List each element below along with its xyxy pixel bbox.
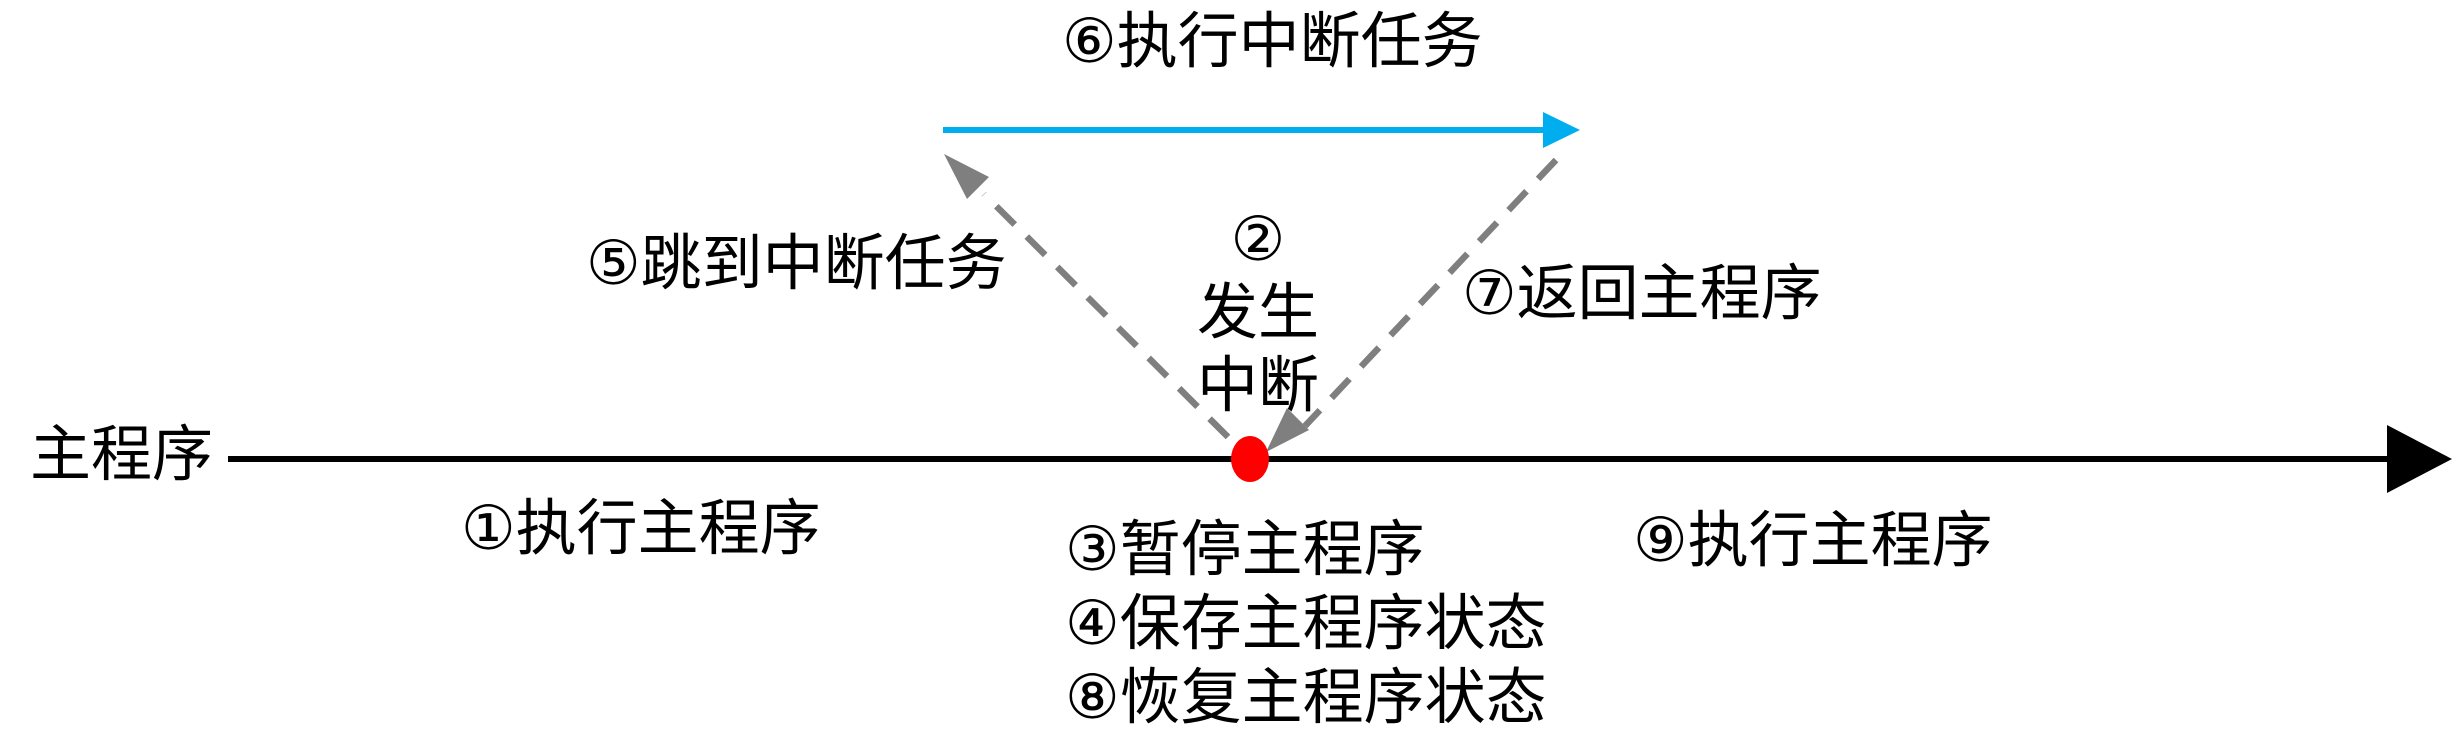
step8-restore-state-label: ⑧恢复主程序状态 [1065, 663, 1547, 731]
return-to-main-dashed-line [1302, 157, 1559, 429]
step2-line-interrupt: 中断 [1196, 351, 1319, 419]
step6-execute-interrupt-label: ⑥执行中断任务 [1062, 7, 1483, 75]
step1-execute-main-label: ①执行主程序 [461, 494, 821, 562]
step5-jump-to-interrupt-label: ⑤跳到中断任务 [586, 229, 1007, 297]
steps-3-4-8-block: ③暂停主程序 ④保存主程序状态 ⑧恢复主程序状态 [1065, 512, 1547, 734]
main-program-axis-arrowhead-icon [2387, 425, 2452, 493]
step2-line-number: ② [1230, 205, 1286, 273]
step2-line-occurs: 发生 [1196, 278, 1319, 346]
step3-pause-main-label: ③暂停主程序 [1065, 515, 1425, 583]
return-to-main-arrowhead-icon [1266, 408, 1309, 452]
interrupt-point-dot [1231, 436, 1269, 482]
jump-to-interrupt-arrowhead-icon [944, 154, 989, 199]
step4-save-state-label: ④保存主程序状态 [1065, 589, 1547, 657]
step9-execute-main-label: ⑨执行主程序 [1633, 506, 1993, 574]
jump-to-interrupt-dashed-line [981, 191, 1231, 440]
main-program-label: 主程序 [30, 420, 214, 488]
step7-return-to-main-label: ⑦返回主程序 [1462, 259, 1822, 327]
step2-interrupt-occurs-label: ② 发生 中断 [1138, 203, 1378, 422]
interrupt-task-arrowhead-icon [1543, 112, 1580, 148]
